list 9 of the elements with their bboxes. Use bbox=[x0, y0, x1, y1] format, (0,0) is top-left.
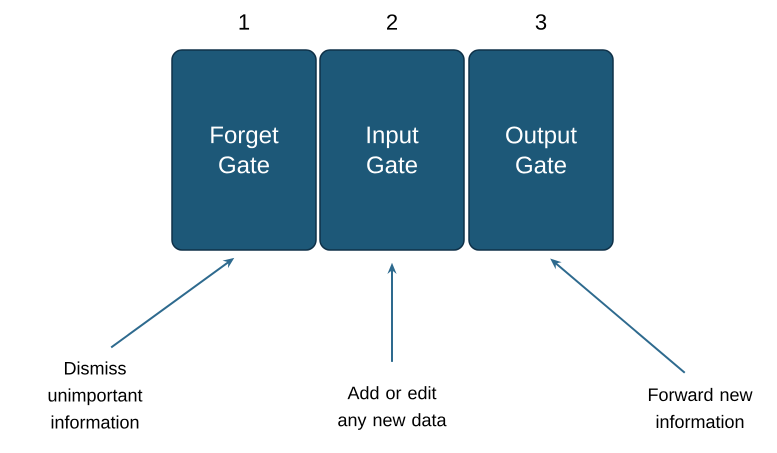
annotation-text: Forward new information bbox=[648, 388, 753, 428]
number-label: 1 bbox=[240, 14, 250, 30]
gate-box: Forget Gate bbox=[171, 49, 317, 251]
number-label: 2 bbox=[387, 14, 398, 30]
gate-box: Input Gate bbox=[319, 49, 465, 251]
number-label: 3 bbox=[536, 14, 546, 30]
gate-box: Output Gate bbox=[468, 49, 614, 251]
annotation-text: Dismiss unimportant information bbox=[48, 361, 142, 429]
annotation-text: Add or edit any new data bbox=[338, 386, 446, 430]
